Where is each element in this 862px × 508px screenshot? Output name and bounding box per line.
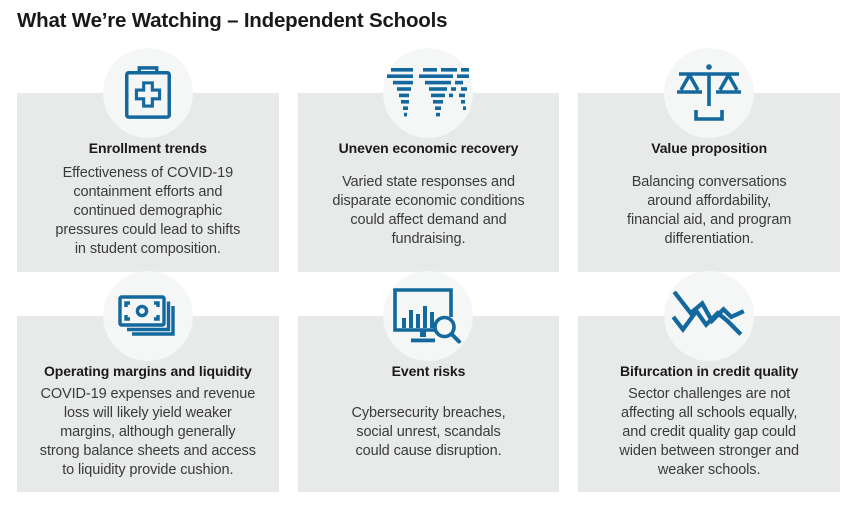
card-heading: Value proposition [651,140,768,156]
card-body-wrap: Balancing conversations around affordabi… [588,156,830,266]
page-title: What We’re Watching – Independent School… [17,9,448,32]
diverging-lines-chart-icon [671,290,745,336]
card-body-wrap: Sector challenges are not affecting all … [588,379,830,486]
monitor-magnifier-icon [393,288,462,344]
card-grid: Enrollment trends Effectiveness of COVID… [17,48,840,492]
icon-circle [664,48,755,138]
card-body: Sector challenges are not affecting all … [619,386,799,478]
card-body: Varied state responses and disparate eco… [332,174,525,247]
card-body: Balancing conversations around affordabi… [627,174,792,247]
card-uneven-economic-recovery: Uneven economic recovery Varied state re… [297,48,560,272]
card-heading: Operating margins and liquidity [43,363,252,379]
banknotes-stack-icon [118,295,175,336]
card-body: Cybersecurity breaches, social unrest, s… [351,405,506,459]
card-event-risks: Event risks Cybersecurity breaches, soci… [297,271,560,492]
card-value-proposition: Value proposition Balancing conversation… [578,48,840,272]
icon-circle [102,271,193,361]
card-operating-margins-liquidity: Operating margins and liquidity COVID-19… [17,271,279,492]
card-enrollment-trends: Enrollment trends Effectiveness of COVID… [17,48,279,272]
card-body: Effectiveness of COVID-19 containment ef… [55,164,241,257]
card-body-wrap: Effectiveness of COVID-19 containment ef… [27,156,269,266]
card-body-wrap: Cybersecurity breaches, social unrest, s… [308,379,550,486]
card-heading: Uneven economic recovery [338,140,519,156]
card-body: COVID-19 expenses and revenue loss will … [39,386,256,478]
card-body-wrap: COVID-19 expenses and revenue loss will … [27,379,269,486]
icon-circle [383,271,474,361]
card-heading: Enrollment trends [88,140,207,156]
card-heading: Bifurcation in credit quality [619,363,799,379]
world-map-icon [387,68,470,117]
card-heading: Event risks [391,363,466,379]
card-bifurcation-credit-quality: Bifurcation in credit quality Sector cha… [578,271,840,492]
icon-circle [102,48,193,138]
card-body-wrap: Varied state responses and disparate eco… [308,156,550,266]
icon-circle [664,271,755,361]
icon-circle [383,48,474,138]
balance-scales-icon [677,64,742,121]
first-aid-kit-icon [124,66,171,119]
